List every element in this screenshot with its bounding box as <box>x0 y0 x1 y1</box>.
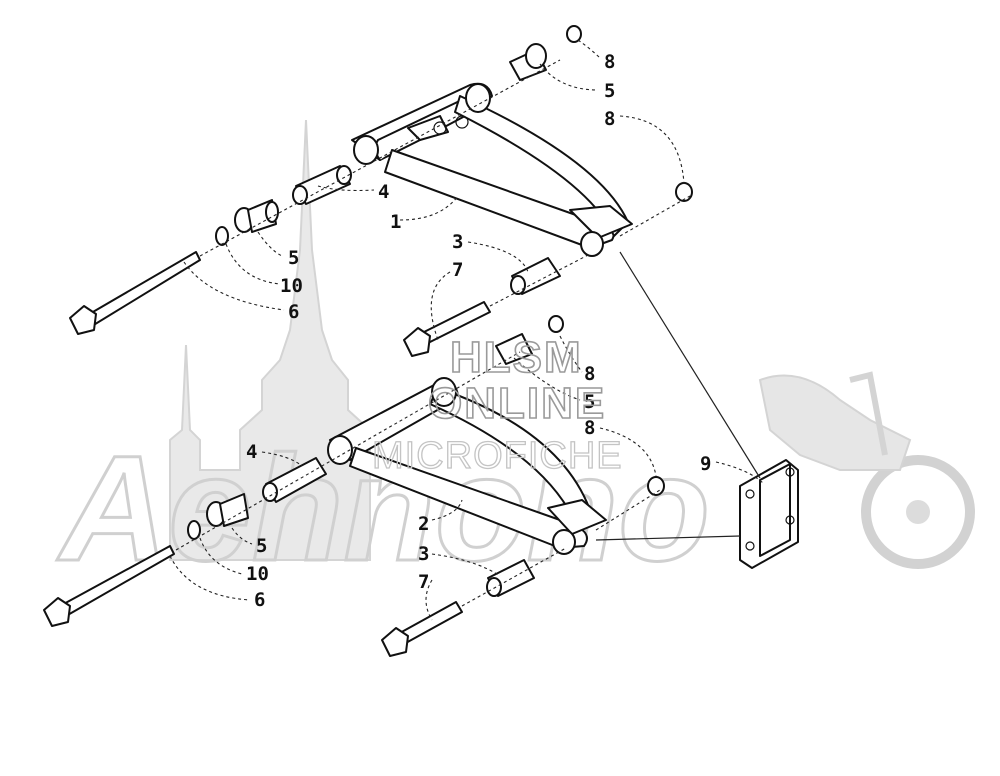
callout-1: 1 <box>390 211 401 233</box>
lower-nut-top <box>548 315 564 333</box>
callout-7: 7 <box>418 571 429 593</box>
upper-nut-right <box>675 182 693 202</box>
callout-6: 6 <box>288 301 299 323</box>
lower-bushing-sleeve <box>262 457 327 503</box>
callout-6: 6 <box>254 589 265 611</box>
callout-5: 5 <box>288 247 299 269</box>
upper-a-arm-assembly <box>69 25 693 357</box>
callout-leaders <box>169 39 765 621</box>
lower-lower-bushing-sleeve <box>486 559 535 597</box>
upper-washer <box>215 226 229 246</box>
callout-8: 8 <box>604 108 615 130</box>
callout-9: 9 <box>700 453 711 475</box>
callout-10: 10 <box>246 563 269 585</box>
upper-a-arm <box>351 82 633 257</box>
motorcycle-icon <box>758 371 975 569</box>
upper-long-bolt <box>69 251 201 335</box>
watermark-line-3: MICROFICHE <box>372 435 623 477</box>
callout-8: 8 <box>604 51 615 73</box>
callout-5: 5 <box>604 80 615 102</box>
upper-short-bolt <box>403 301 491 357</box>
callout-8: 8 <box>584 417 595 439</box>
upper-flanged-bushing-left <box>234 199 279 233</box>
mounting-bracket <box>595 251 799 569</box>
upper-bushing-sleeve <box>292 165 352 205</box>
lower-a-arm <box>327 377 607 555</box>
callout-3: 3 <box>452 231 463 253</box>
watermark-line-1: HLSM <box>450 333 583 382</box>
watermark-logo: Aehnono <box>55 119 975 594</box>
callout-5: 5 <box>584 391 595 413</box>
watermark-line-2: ONLINE <box>428 379 606 428</box>
callout-8: 8 <box>584 363 595 385</box>
callout-10: 10 <box>280 275 303 297</box>
callout-4: 4 <box>246 441 257 463</box>
watermark-logo-text: Aehnono <box>56 424 710 592</box>
lower-a-arm-assembly <box>43 315 665 657</box>
lower-short-bolt <box>381 601 463 657</box>
callout-5: 5 <box>256 535 267 557</box>
callout-3: 3 <box>418 543 429 565</box>
lower-flanged-bushing-top <box>495 333 533 365</box>
callout-numbers: 8 5 8 4 1 5 10 6 3 7 8 5 8 9 4 2 5 10 6 … <box>246 51 711 611</box>
lower-long-bolt <box>43 545 175 627</box>
callout-7: 7 <box>452 259 463 281</box>
callout-2: 2 <box>418 513 429 535</box>
lower-flanged-bushing-left <box>206 493 249 527</box>
upper-lower-bushing-sleeve <box>510 257 561 295</box>
watermark-text: HLSM ONLINE MICROFICHE <box>371 332 623 477</box>
lower-nut-right <box>647 476 665 496</box>
lower-washer <box>187 520 201 540</box>
callout-4: 4 <box>378 181 389 203</box>
upper-nut-top <box>566 25 582 43</box>
upper-flanged-bushing-top <box>509 43 547 81</box>
